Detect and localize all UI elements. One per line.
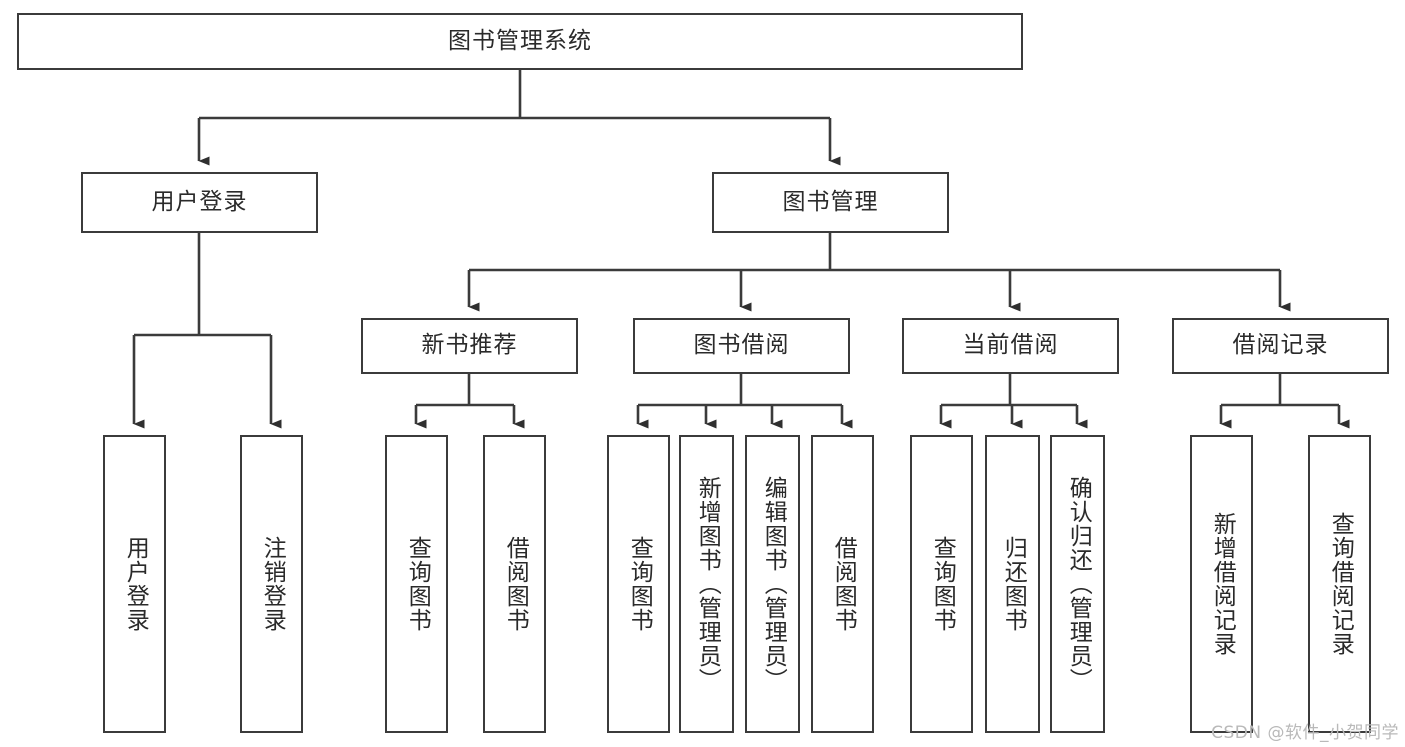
- node-book-borrow-label: 图书借阅: [693, 332, 790, 359]
- node-leaf-add-borrow-record[interactable]: 新增借阅记录: [1190, 435, 1253, 733]
- node-leaf-borrow-book-1-label: 借阅图书: [502, 536, 529, 632]
- node-leaf-user-login[interactable]: 用户登录: [103, 435, 166, 733]
- node-leaf-edit-book-admin[interactable]: 编辑图书（管理员）: [745, 435, 800, 733]
- node-current-borrow[interactable]: 当前借阅: [902, 318, 1119, 374]
- node-leaf-edit-book-admin-label: 编辑图书（管理员）: [760, 476, 787, 692]
- node-leaf-query-borrow-record-label: 查询借阅记录: [1327, 512, 1354, 656]
- node-new-book-recommend[interactable]: 新书推荐: [361, 318, 578, 374]
- node-book-manage[interactable]: 图书管理: [712, 172, 949, 233]
- node-new-book-recommend-label: 新书推荐: [421, 332, 518, 359]
- node-current-borrow-label: 当前借阅: [962, 332, 1059, 359]
- node-leaf-query-borrow-record[interactable]: 查询借阅记录: [1308, 435, 1371, 733]
- node-leaf-add-book-admin[interactable]: 新增图书（管理员）: [679, 435, 734, 733]
- node-book-borrow[interactable]: 图书借阅: [633, 318, 850, 374]
- node-leaf-borrow-book-2-label: 借阅图书: [830, 536, 857, 632]
- node-leaf-borrow-book-2[interactable]: 借阅图书: [811, 435, 874, 733]
- node-leaf-logout[interactable]: 注销登录: [240, 435, 303, 733]
- node-leaf-query-book-2-label: 查询图书: [626, 536, 653, 632]
- node-borrow-record[interactable]: 借阅记录: [1172, 318, 1389, 374]
- node-borrow-record-label: 借阅记录: [1232, 332, 1329, 359]
- node-book-manage-label: 图书管理: [782, 188, 879, 215]
- node-leaf-return-book-label: 归还图书: [1000, 536, 1027, 632]
- node-leaf-logout-label: 注销登录: [259, 536, 286, 632]
- node-leaf-add-borrow-record-label: 新增借阅记录: [1209, 512, 1236, 656]
- node-leaf-borrow-book-1[interactable]: 借阅图书: [483, 435, 546, 733]
- node-user-login[interactable]: 用户登录: [81, 172, 318, 233]
- node-leaf-query-book-3[interactable]: 查询图书: [910, 435, 973, 733]
- csdn-watermark: CSDN @软件_小贺同学: [1211, 723, 1399, 743]
- node-root[interactable]: 图书管理系统: [17, 13, 1023, 70]
- node-leaf-confirm-return-admin-label: 确认归还（管理员）: [1065, 476, 1092, 692]
- node-user-login-label: 用户登录: [151, 188, 248, 215]
- node-root-label: 图书管理系统: [448, 27, 592, 54]
- node-leaf-confirm-return-admin[interactable]: 确认归还（管理员）: [1050, 435, 1105, 733]
- node-leaf-query-book-1[interactable]: 查询图书: [385, 435, 448, 733]
- node-leaf-add-book-admin-label: 新增图书（管理员）: [694, 476, 721, 692]
- node-leaf-query-book-3-label: 查询图书: [929, 536, 956, 632]
- node-leaf-query-book-2[interactable]: 查询图书: [607, 435, 670, 733]
- node-leaf-user-login-label: 用户登录: [122, 536, 149, 632]
- node-leaf-return-book[interactable]: 归还图书: [985, 435, 1040, 733]
- node-leaf-query-book-1-label: 查询图书: [404, 536, 431, 632]
